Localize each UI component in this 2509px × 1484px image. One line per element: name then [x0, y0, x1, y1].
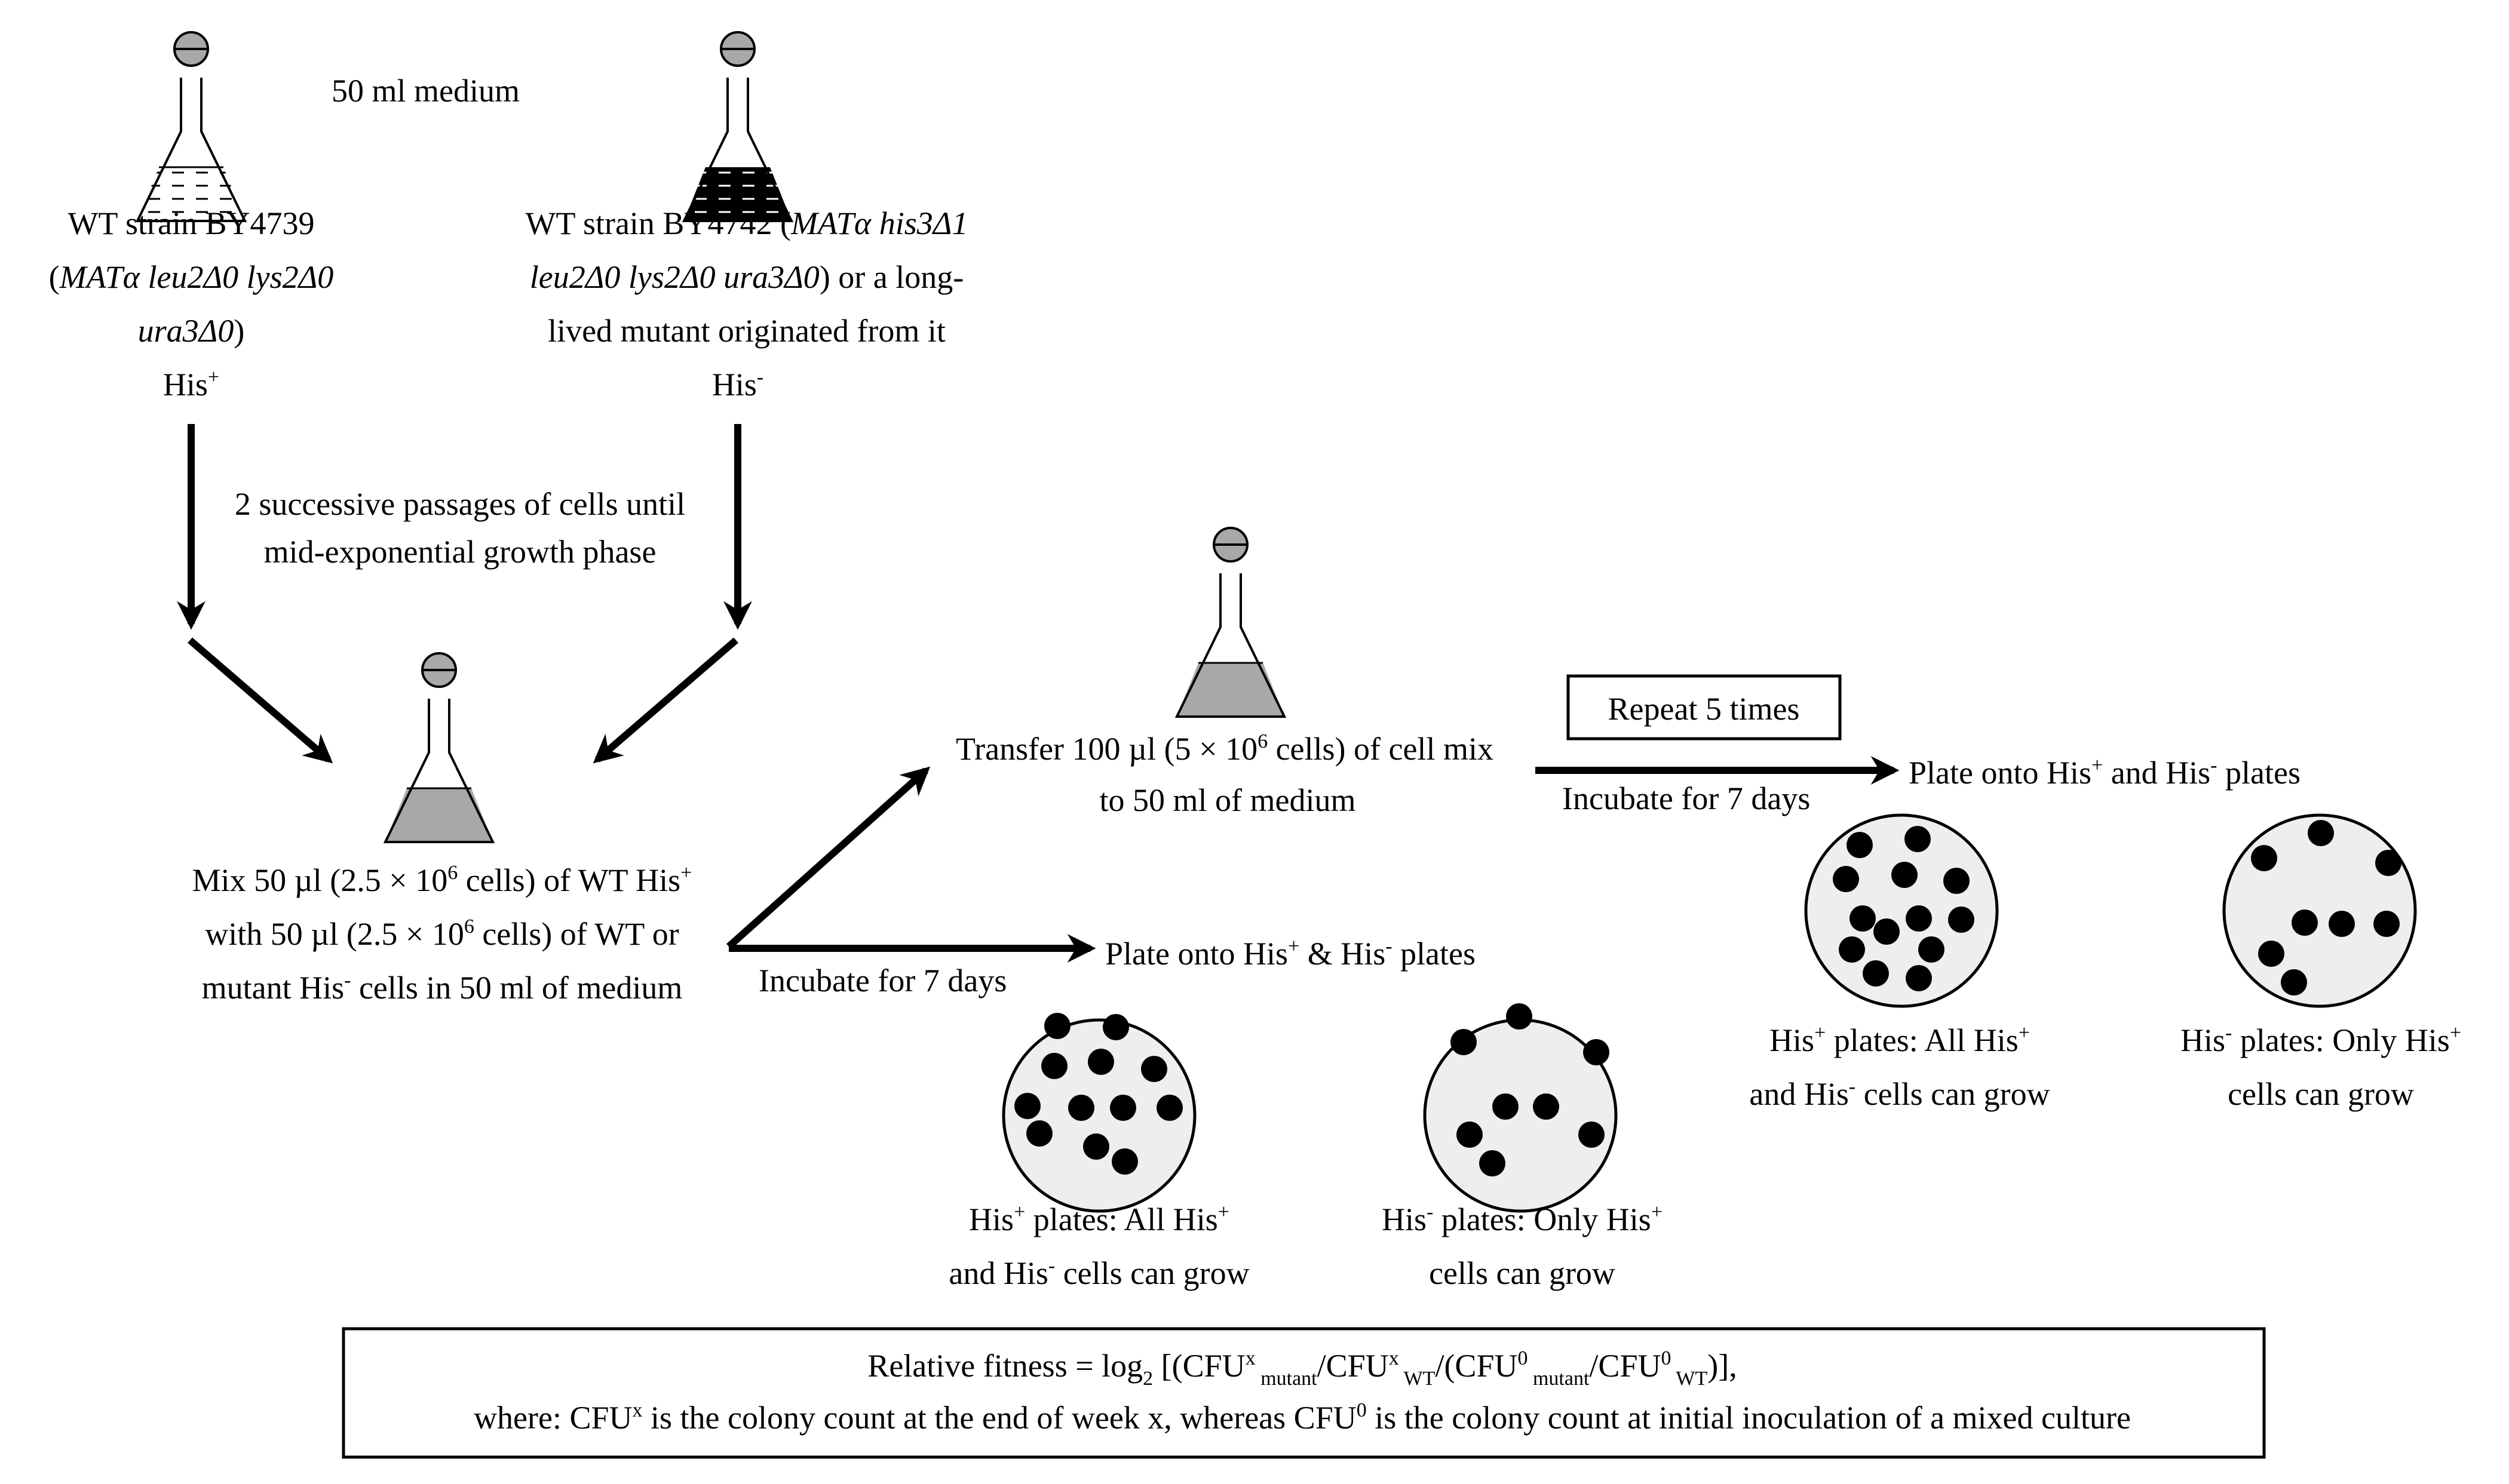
mix-text: Mix 50 µl (2.5 × 106 cells) of WT His+ w…: [192, 862, 692, 1006]
arrow-converge-right: [593, 637, 738, 764]
caption-lower-his-minus: His- plates: Only His+ cells can grow: [1382, 1201, 1663, 1291]
top-note: 50 ml medium: [332, 73, 520, 109]
svg-text:His+: His+: [163, 366, 219, 403]
transfer-text: Transfer 100 µl (5 × 106 cells) of cell …: [956, 730, 1493, 818]
svg-text:mid-exponential growth phase: mid-exponential growth phase: [264, 534, 657, 570]
svg-text:cells can grow: cells can grow: [2228, 1076, 2414, 1112]
svg-text:mutant His- cells in 50 ml of: mutant His- cells in 50 ml of medium: [202, 969, 683, 1006]
flask-mix: [384, 652, 494, 843]
caption-upper-his-plus: His+ plates: All His+ and His- cells can…: [1749, 1022, 2050, 1112]
svg-text:Repeat 5 times: Repeat 5 times: [1608, 691, 1800, 727]
svg-text:2 successive passages of cells: 2 successive passages of cells until: [235, 486, 685, 522]
svg-text:and His- cells can grow: and His- cells can grow: [1749, 1076, 2050, 1112]
svg-text:His- plates: Only His+: His- plates: Only His+: [1382, 1201, 1663, 1237]
svg-text:Relative fitness = log2 [(CFUx: Relative fitness = log2 [(CFUx mutant/CF…: [867, 1347, 1737, 1390]
plate-upper-his-plus: [1804, 813, 1999, 1008]
flask-transfer: [1176, 527, 1286, 718]
svg-text:WT strain BY4742 (MATα his3Δ1: WT strain BY4742 (MATα his3Δ1: [525, 205, 968, 241]
svg-text:to 50 ml of medium: to 50 ml of medium: [1100, 782, 1356, 818]
svg-text:where: CFUx is the colony coun: where: CFUx is the colony count at the e…: [474, 1399, 2131, 1436]
svg-text:His+ plates: All His+: His+ plates: All His+: [969, 1201, 1229, 1237]
caption-lower-his-plus: His+ plates: All His+ and His- cells can…: [949, 1201, 1249, 1291]
right-strain-label: WT strain BY4742 (MATα his3Δ1 leu2Δ0 lys…: [525, 205, 968, 403]
svg-text:His- plates: Only His+: His- plates: Only His+: [2180, 1022, 2461, 1058]
incubate-lower: Incubate for 7 days: [759, 963, 1007, 998]
arrow-branch-upper: [726, 766, 931, 950]
svg-text:His+ plates: All His+: His+ plates: All His+: [1769, 1022, 2030, 1058]
svg-text:(MATα leu2Δ0 lys2Δ0: (MATα leu2Δ0 lys2Δ0: [49, 259, 334, 295]
svg-text:Mix 50 µl (2.5 × 106 cells) of: Mix 50 µl (2.5 × 106 cells) of WT His+: [192, 862, 692, 898]
caption-upper-his-minus: His- plates: Only His+ cells can grow: [2180, 1022, 2461, 1112]
left-strain-label: WT strain BY4739 (MATα leu2Δ0 lys2Δ0 ura…: [49, 205, 334, 403]
svg-text:lived mutant originated from i: lived mutant originated from it: [548, 313, 946, 349]
svg-text:cells can grow: cells can grow: [1429, 1255, 1615, 1291]
flask-left: [136, 31, 246, 222]
passage-text: 2 successive passages of cells until mid…: [235, 486, 685, 570]
plate-lower-his-plus: [1002, 1013, 1197, 1213]
svg-text:His-: His-: [712, 366, 763, 403]
svg-text:WT strain BY4739: WT strain BY4739: [68, 205, 315, 241]
repeat-box: Repeat 5 times: [1566, 674, 1842, 741]
svg-text:with 50 µl (2.5 × 106 cells) o: with 50 µl (2.5 × 106 cells) of WT or: [205, 915, 679, 952]
plate-onto-upper: Plate onto His+ and His- plates: [1909, 754, 2301, 791]
svg-text:ura3Δ0): ura3Δ0): [138, 313, 245, 349]
incubate-upper: Incubate for 7 days: [1562, 781, 1810, 816]
plate-upper-his-minus: [2222, 813, 2417, 1008]
arrow-converge-left: [188, 637, 333, 764]
svg-text:and His- cells can grow: and His- cells can grow: [949, 1255, 1249, 1291]
svg-text:Transfer 100 µl (5 × 106 cells: Transfer 100 µl (5 × 106 cells) of cell …: [956, 730, 1493, 767]
plate-onto-lower: Plate onto His+ & His- plates: [1105, 935, 1476, 972]
formula-box: Relative fitness = log2 [(CFUx mutant/CF…: [342, 1327, 2266, 1459]
plate-lower-his-minus: [1423, 1003, 1618, 1213]
flask-right: [683, 31, 793, 222]
svg-text:leu2Δ0 lys2Δ0 ura3Δ0) or a lon: leu2Δ0 lys2Δ0 ura3Δ0) or a long-: [530, 259, 964, 295]
